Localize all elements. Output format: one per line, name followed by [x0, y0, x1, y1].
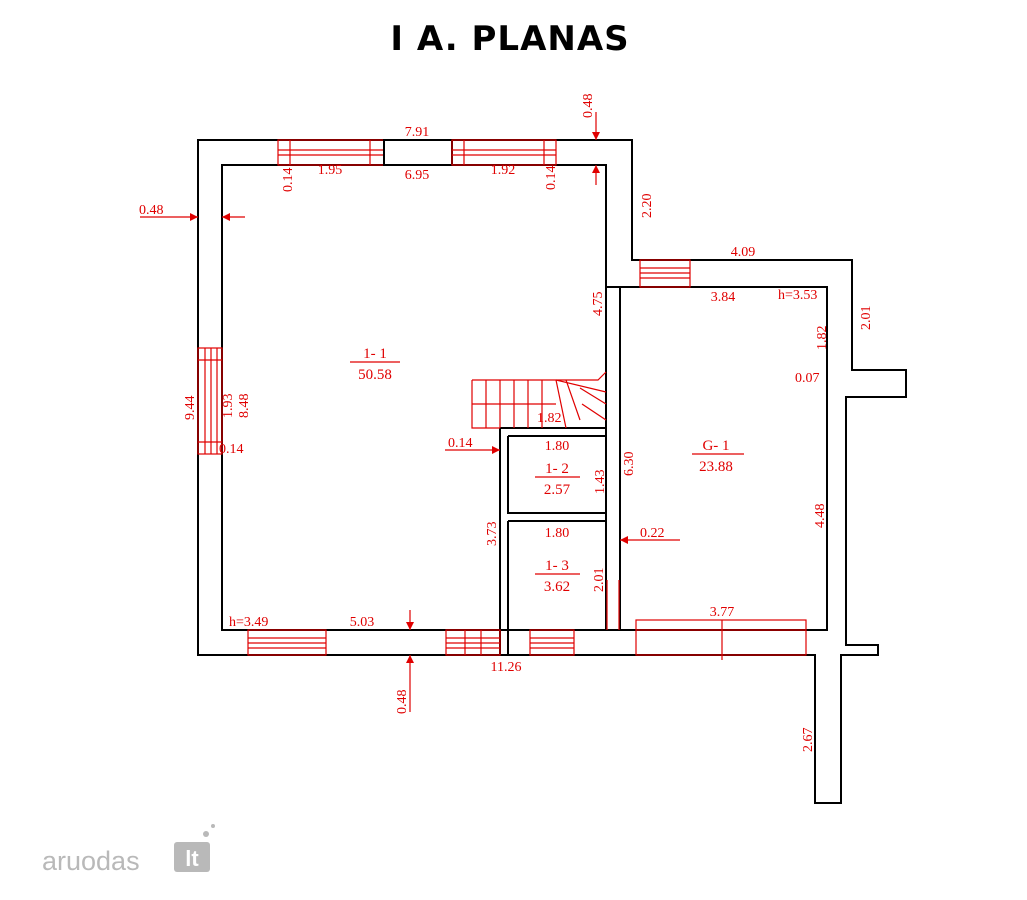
room-1-2: 1- 2 2.57 [535, 461, 580, 498]
dim-6-30: 6.30 [622, 452, 637, 477]
watermark: aruodas lt [42, 824, 215, 876]
room-1-2-id: 1- 2 [545, 461, 569, 477]
dim-6-95: 6.95 [405, 168, 430, 183]
window-left [197, 347, 223, 455]
dim-3-84: 3.84 [711, 290, 736, 305]
room-g-1: G- 1 23.88 [692, 438, 744, 475]
room-1-3: 1- 3 3.62 [535, 558, 580, 595]
room-1-1-id: 1- 1 [363, 346, 387, 362]
dim-1-82: 1.82 [815, 326, 830, 351]
dim-0-07: 0.07 [795, 371, 820, 386]
room-1-3-area: 3.62 [544, 579, 570, 595]
dim-0-14-mid: 0.14 [448, 436, 473, 451]
watermark-brand: aruodas [42, 846, 140, 876]
window-top-right [451, 139, 557, 166]
dim-0-22: 0.22 [640, 526, 665, 541]
dim-h-3-49: h=3.49 [229, 615, 268, 630]
window-bottom-left [247, 629, 327, 656]
outer-wall [197, 139, 907, 804]
room-labels: 1- 1 50.58 1- 2 2.57 1- 3 3.62 G- 1 23.8… [350, 346, 744, 595]
room-g-1-area: 23.88 [699, 459, 733, 475]
dim-3-73: 3.73 [485, 522, 500, 547]
dim-0-14-top-left: 0.14 [281, 168, 296, 193]
room-1-3-id: 1- 3 [545, 558, 569, 574]
dim-2-20: 2.20 [640, 194, 655, 219]
watermark-suffix: lt [185, 846, 199, 871]
window-bottom-mid [445, 629, 501, 656]
dim-4-75: 4.75 [591, 292, 606, 317]
dim-0-48-bottom: 0.48 [395, 690, 410, 715]
dim-9-44: 9.44 [183, 396, 198, 421]
dim-0-14-top-right: 0.14 [544, 166, 559, 191]
dim-4-09: 4.09 [731, 245, 756, 260]
room-g-1-id: G- 1 [702, 438, 729, 454]
room-1-2-area: 2.57 [544, 482, 571, 498]
dim-0-48-left: 0.48 [139, 203, 164, 218]
partition-wall [605, 286, 621, 631]
wall-pier [383, 139, 453, 166]
dim-1-82-stair: 1.82 [537, 411, 562, 426]
dim-8-48: 8.48 [237, 394, 252, 419]
dim-5-03: 5.03 [350, 615, 375, 630]
dim-1-43: 1.43 [593, 470, 608, 495]
windows [197, 139, 807, 660]
window-bottom-right [529, 629, 575, 656]
dim-0-14-left: 0.14 [219, 442, 244, 457]
dim-2-67: 2.67 [801, 728, 816, 753]
dim-2-01-mid: 2.01 [592, 568, 607, 593]
dim-2-01-right: 2.01 [859, 306, 874, 331]
dim-1-80-a: 1.80 [545, 439, 570, 454]
plan-title: I A. PLANAS [390, 19, 629, 59]
dim-h-3-53: h=3.53 [778, 288, 817, 303]
dim-1-80-b: 1.80 [545, 526, 570, 541]
dim-1-95: 1.95 [318, 163, 343, 178]
dim-3-77: 3.77 [710, 605, 735, 620]
dim-11-26: 11.26 [491, 660, 522, 675]
room-1-1-area: 50.58 [358, 367, 392, 383]
dimension-labels: 7.91 1.95 6.95 1.92 0.14 0.14 0.48 0.48 … [139, 94, 874, 753]
dim-1-93: 1.93 [221, 394, 236, 419]
dim-0-48-top: 0.48 [581, 94, 596, 119]
dimension-arrows [140, 112, 680, 712]
window-garage-top [639, 259, 691, 288]
dim-1-92: 1.92 [491, 163, 516, 178]
dim-4-48: 4.48 [813, 504, 828, 529]
room-1-2-wall [499, 427, 606, 631]
dim-7-91: 7.91 [405, 125, 430, 140]
window-top-left [277, 139, 385, 166]
staircase [471, 371, 607, 429]
garage-door [635, 619, 807, 660]
room-1-1: 1- 1 50.58 [350, 346, 400, 383]
